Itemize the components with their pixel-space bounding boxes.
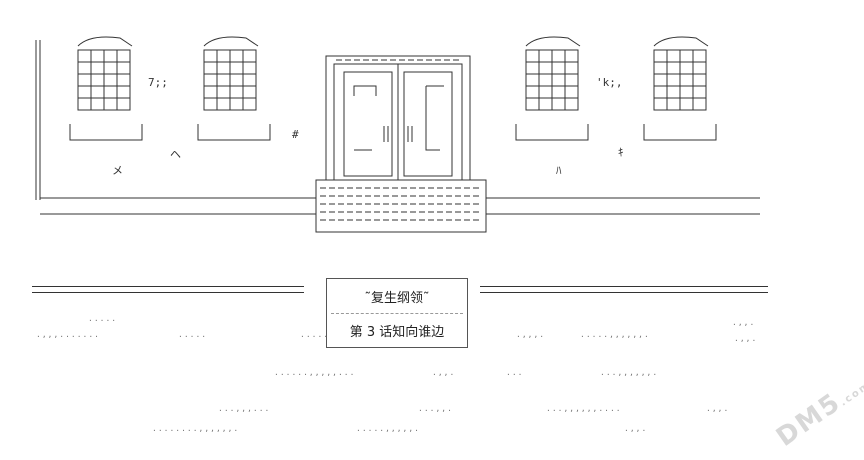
scene-mark-3: # [292,128,299,141]
scene-mark-6: ｷ [618,146,624,159]
window-3 [515,36,589,141]
window-4 [643,36,717,141]
title-separator [331,313,463,314]
scene-mark-1: 7;; [148,76,168,89]
dots-16: .,,. [624,424,648,433]
rule-left-1 [32,286,304,287]
ascii-art-scene: 7;; ヘ # メ ﾊ ｷ 'k;, [35,36,760,233]
double-door [325,55,471,181]
dots-7: ......,,,,,... [274,368,356,377]
dots-18: .,,. [732,318,756,327]
chapter-subtitle: 第 3 话知向谁边 [349,325,445,340]
dots-13: ...,,,,,,.... [546,404,622,413]
scene-mark-5: ﾊ [556,164,562,177]
dots-1: .,,,....... [36,330,100,339]
dots-19: .,,. [734,334,758,343]
window-1 [69,36,143,141]
dots-3: ..... [178,330,208,339]
dots-9: ... [506,368,524,377]
window-2 [197,36,271,141]
dots-12: ...,,. [418,404,453,413]
dots-2: ..... [88,314,118,323]
rule-right-1 [480,286,768,287]
dots-8: .,,. [432,368,456,377]
chapter-title-box: ˜复生纲领˜ 第 3 话知向谁边 [326,278,468,348]
watermark-logo: DM5.com [771,379,864,453]
dots-14: ........,,,,,,. [152,424,240,433]
dots-10: ...,,,,,,. [600,368,659,377]
chapter-title: ˜复生纲领˜ [364,291,430,306]
rule-right-2 [480,292,768,293]
dots-17: .,,. [706,404,730,413]
rule-left-2 [32,292,304,293]
scene-mark-7: 'k;, [596,76,623,89]
scene-mark-4: メ [112,164,123,177]
dots-15: .....,,,,,. [356,424,420,433]
scene-mark-2: ヘ [170,148,181,161]
entrance-steps [315,179,487,233]
dots-11: ...,,,... [218,404,271,413]
dots-4: ..... [300,330,330,339]
dots-6: .....,,,,,,. [580,330,650,339]
dots-5: .,,,. [516,330,546,339]
